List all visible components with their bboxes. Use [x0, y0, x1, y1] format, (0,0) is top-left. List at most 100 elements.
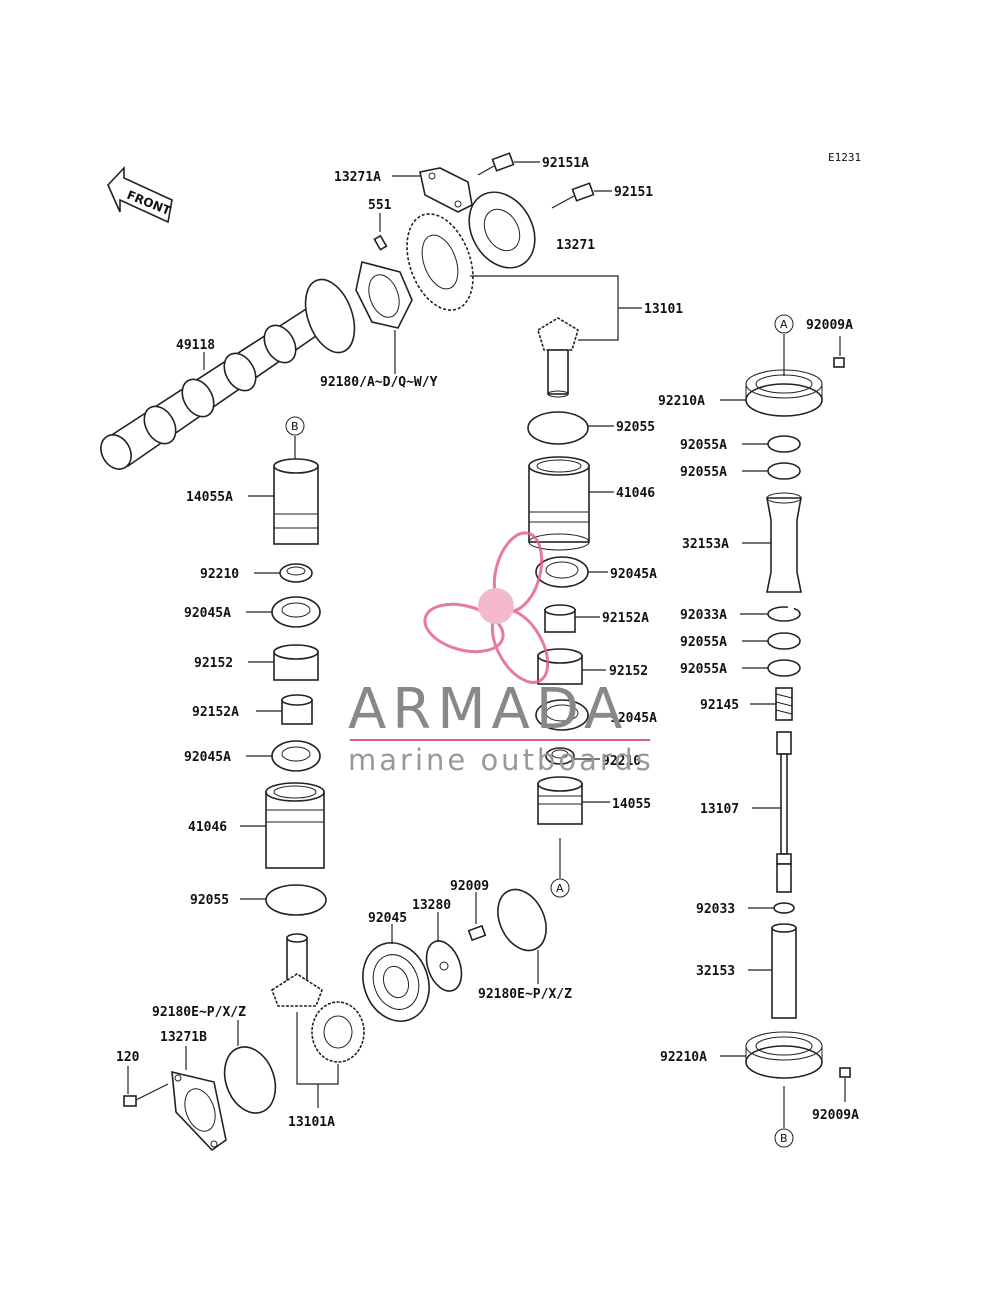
label-92009A-bottom: 92009A: [812, 1108, 859, 1123]
label-92009A-top: 92009A: [806, 318, 853, 333]
part-551: [373, 234, 388, 251]
label-13271: 13271: [556, 238, 595, 253]
part-14055: [537, 776, 583, 825]
part-92055A-3: [767, 632, 801, 650]
part-92152A-left: [281, 694, 313, 725]
label-92152A-left: 92152A: [192, 705, 239, 720]
label-92009: 92009: [450, 879, 489, 894]
ref-B-bottom: B: [774, 1128, 794, 1148]
label-92055-left: 92055: [190, 893, 229, 908]
part-92180EZ-right: [497, 888, 547, 952]
label-92055A-3: 92055A: [680, 635, 727, 650]
part-49118-camshaft: [100, 278, 356, 470]
part-92152-mid: [537, 648, 583, 685]
label-13271B: 13271B: [160, 1030, 207, 1045]
label-92210-mid: 92210: [602, 754, 641, 769]
label-92045A-mid: 92045A: [610, 567, 657, 582]
label-92055A-1: 92055A: [680, 438, 727, 453]
part-92009A-bottom: [839, 1067, 851, 1078]
part-92055-left: [265, 884, 327, 916]
svg-text:B: B: [780, 1132, 788, 1145]
label-92180EZ-left: 92180E~P/X/Z: [152, 1005, 246, 1020]
label-92055-mid: 92055: [616, 420, 655, 435]
label-13101: 13101: [644, 302, 683, 317]
part-92033: [773, 902, 795, 914]
diagram-code: E1231: [828, 151, 861, 164]
label-92033: 92033: [696, 902, 735, 917]
label-92210A-bottom: 92210A: [660, 1050, 707, 1065]
label-92045A-left1: 92045A: [184, 606, 231, 621]
label-92045A-left2: 92045A: [184, 750, 231, 765]
label-92055A-2: 92055A: [680, 465, 727, 480]
part-92009: [467, 924, 487, 942]
part-92180EZ-left: [223, 1046, 277, 1114]
label-92045A-mid2: 92045A: [610, 711, 657, 726]
label-92152A-mid: 92152A: [602, 611, 649, 626]
part-92045A-left2: [271, 740, 321, 772]
part-13271B-cover: [171, 1070, 227, 1152]
label-92180-A-Y: 92180/A~D/Q~W/Y: [320, 375, 438, 390]
ref-A-mid: A: [550, 878, 570, 898]
part-13101A-pinion: [271, 933, 323, 1007]
label-92151: 92151: [614, 185, 653, 200]
part-32153A: [766, 492, 802, 593]
label-14055: 14055: [612, 797, 651, 812]
part-120-bolt: [123, 1083, 169, 1107]
label-92152-mid: 92152: [609, 664, 648, 679]
label-92145: 92145: [700, 698, 739, 713]
watermark-tagline: marine outboards: [348, 743, 654, 777]
part-13107-shaft: [776, 731, 792, 893]
part-92145-spring: [775, 687, 793, 721]
part-92151A: [477, 152, 515, 176]
label-92152-left: 92152: [194, 656, 233, 671]
part-92210-left: [279, 563, 313, 583]
part-92210-mid: [545, 747, 575, 765]
part-92045-bearing: [362, 942, 430, 1022]
label-13101A: 13101A: [288, 1115, 335, 1130]
label-92180EZ-right: 92180E~P/X/Z: [478, 987, 572, 1002]
label-92033A: 92033A: [680, 608, 727, 623]
label-120: 120: [116, 1050, 140, 1065]
label-92210A-top: 92210A: [658, 394, 705, 409]
label-551: 551: [368, 198, 392, 213]
label-32153A: 32153A: [682, 537, 729, 552]
part-13271A: [419, 167, 473, 213]
part-92151: [551, 182, 595, 209]
ref-B-top: B: [285, 416, 305, 436]
part-92210A-bottom: [745, 1031, 823, 1079]
part-92055A-1: [767, 435, 801, 453]
part-13101-gear: [406, 213, 474, 311]
part-13280-plate: [425, 940, 463, 992]
svg-text:A: A: [556, 882, 564, 895]
part-92045A-left1: [271, 596, 321, 628]
label-92151A: 92151A: [542, 156, 589, 171]
label-41046-left: 41046: [188, 820, 227, 835]
part-92045A-mid: [535, 556, 589, 588]
label-13280: 13280: [412, 898, 451, 913]
watermark-brand: ARMADA: [348, 677, 628, 742]
svg-text:A: A: [780, 318, 788, 331]
part-32153: [771, 923, 797, 1019]
part-41046-left: [265, 782, 325, 869]
label-32153: 32153: [696, 964, 735, 979]
part-14055A: [273, 458, 319, 545]
label-14055A: 14055A: [186, 490, 233, 505]
label-92055A-4: 92055A: [680, 662, 727, 677]
part-41046-mid: [528, 456, 590, 551]
part-92152A-mid: [544, 604, 576, 633]
part-92055-mid: [527, 411, 589, 445]
part-92055A-4: [767, 659, 801, 677]
front-arrow-icon: FRONT: [107, 165, 173, 224]
part-13101A-gear: [311, 1001, 365, 1063]
label-41046-mid: 41046: [616, 486, 655, 501]
svg-text:B: B: [291, 420, 299, 433]
part-13271: [468, 191, 536, 269]
part-92033A: [767, 606, 801, 622]
label-49118: 49118: [176, 338, 215, 353]
label-92210-left: 92210: [200, 567, 239, 582]
label-92045: 92045: [368, 911, 407, 926]
part-13101-pinion: [537, 317, 579, 398]
part-92180-gasket: [355, 261, 413, 329]
